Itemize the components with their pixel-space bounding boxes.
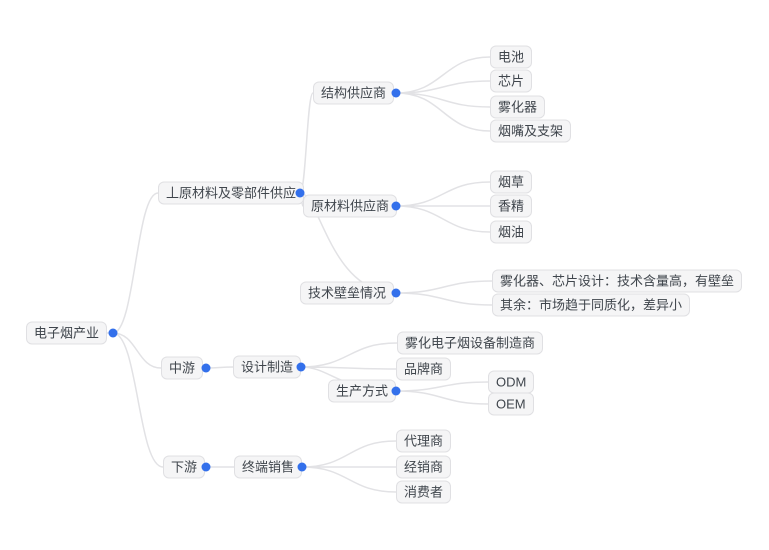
node-dot-midstream[interactable] xyxy=(201,363,211,373)
node-oem[interactable]: OEM xyxy=(488,392,534,416)
node-distributor[interactable]: 经销商 xyxy=(396,455,452,479)
node-dot-production-mode[interactable] xyxy=(391,386,401,396)
node-raw-material-suppliers[interactable]: 原材料供应商 xyxy=(303,194,398,218)
node-brand-owner[interactable]: 品牌商 xyxy=(396,357,452,381)
node-structural-suppliers[interactable]: 结构供应商 xyxy=(313,81,395,105)
node-barrier-high[interactable]: 雾化器、芯片设计：技术含量高，有壁垒 xyxy=(492,269,743,293)
node-mouthpiece-bracket[interactable]: 烟嘴及支架 xyxy=(490,119,572,143)
edge-stubs xyxy=(92,92,397,468)
node-atomizer[interactable]: 雾化器 xyxy=(490,95,546,119)
node-battery[interactable]: 电池 xyxy=(490,45,533,69)
edges-from-structural-suppliers xyxy=(395,56,491,132)
edges-from-production-mode xyxy=(395,381,489,405)
node-design-manufacturing[interactable]: 设计制造 xyxy=(233,355,302,379)
node-dot-structural-suppliers[interactable] xyxy=(391,88,401,98)
node-atomizer-device-manufacturer[interactable]: 雾化电子烟设备制造商 xyxy=(397,331,544,355)
node-eliquid[interactable]: 烟油 xyxy=(490,220,533,244)
node-tech-barriers[interactable]: 技术壁垒情况 xyxy=(300,281,395,305)
node-consumer[interactable]: 消费者 xyxy=(396,480,452,504)
node-flavoring[interactable]: 香精 xyxy=(490,194,533,218)
node-dot-tech-barriers[interactable] xyxy=(391,288,401,298)
node-dot-upstream-supply[interactable] xyxy=(295,188,305,198)
node-downstream[interactable]: 下游 xyxy=(163,455,206,479)
node-tobacco[interactable]: 烟草 xyxy=(490,170,533,194)
node-dot-downstream[interactable] xyxy=(201,462,211,472)
edges-from-root xyxy=(112,192,164,468)
node-chip[interactable]: 芯片 xyxy=(490,69,533,93)
node-agent[interactable]: 代理商 xyxy=(396,429,452,453)
node-dot-design-manufacturing[interactable] xyxy=(296,362,306,372)
node-terminal-sales[interactable]: 终端销售 xyxy=(234,455,303,479)
node-odm[interactable]: ODM xyxy=(488,370,535,394)
node-midstream[interactable]: 中游 xyxy=(161,356,204,380)
node-root-ecig-industry[interactable]: 电子烟产业 xyxy=(26,321,108,345)
node-dot-terminal-sales[interactable] xyxy=(297,462,307,472)
edges-from-upstream-supply xyxy=(299,92,397,294)
edges-from-tech-barriers xyxy=(395,280,493,306)
node-dot-root[interactable] xyxy=(108,328,118,338)
edges-from-terminal-sales xyxy=(301,440,397,493)
node-production-mode[interactable]: 生产方式 xyxy=(328,379,397,403)
node-barrier-low[interactable]: 其余：市场趋于同质化，差异小 xyxy=(492,293,691,317)
edges-from-raw-material-suppliers xyxy=(395,181,491,233)
node-dot-raw-material-suppliers[interactable] xyxy=(391,201,401,211)
node-upstream-supply[interactable]: 丄原材料及零部件供应 xyxy=(158,181,305,205)
